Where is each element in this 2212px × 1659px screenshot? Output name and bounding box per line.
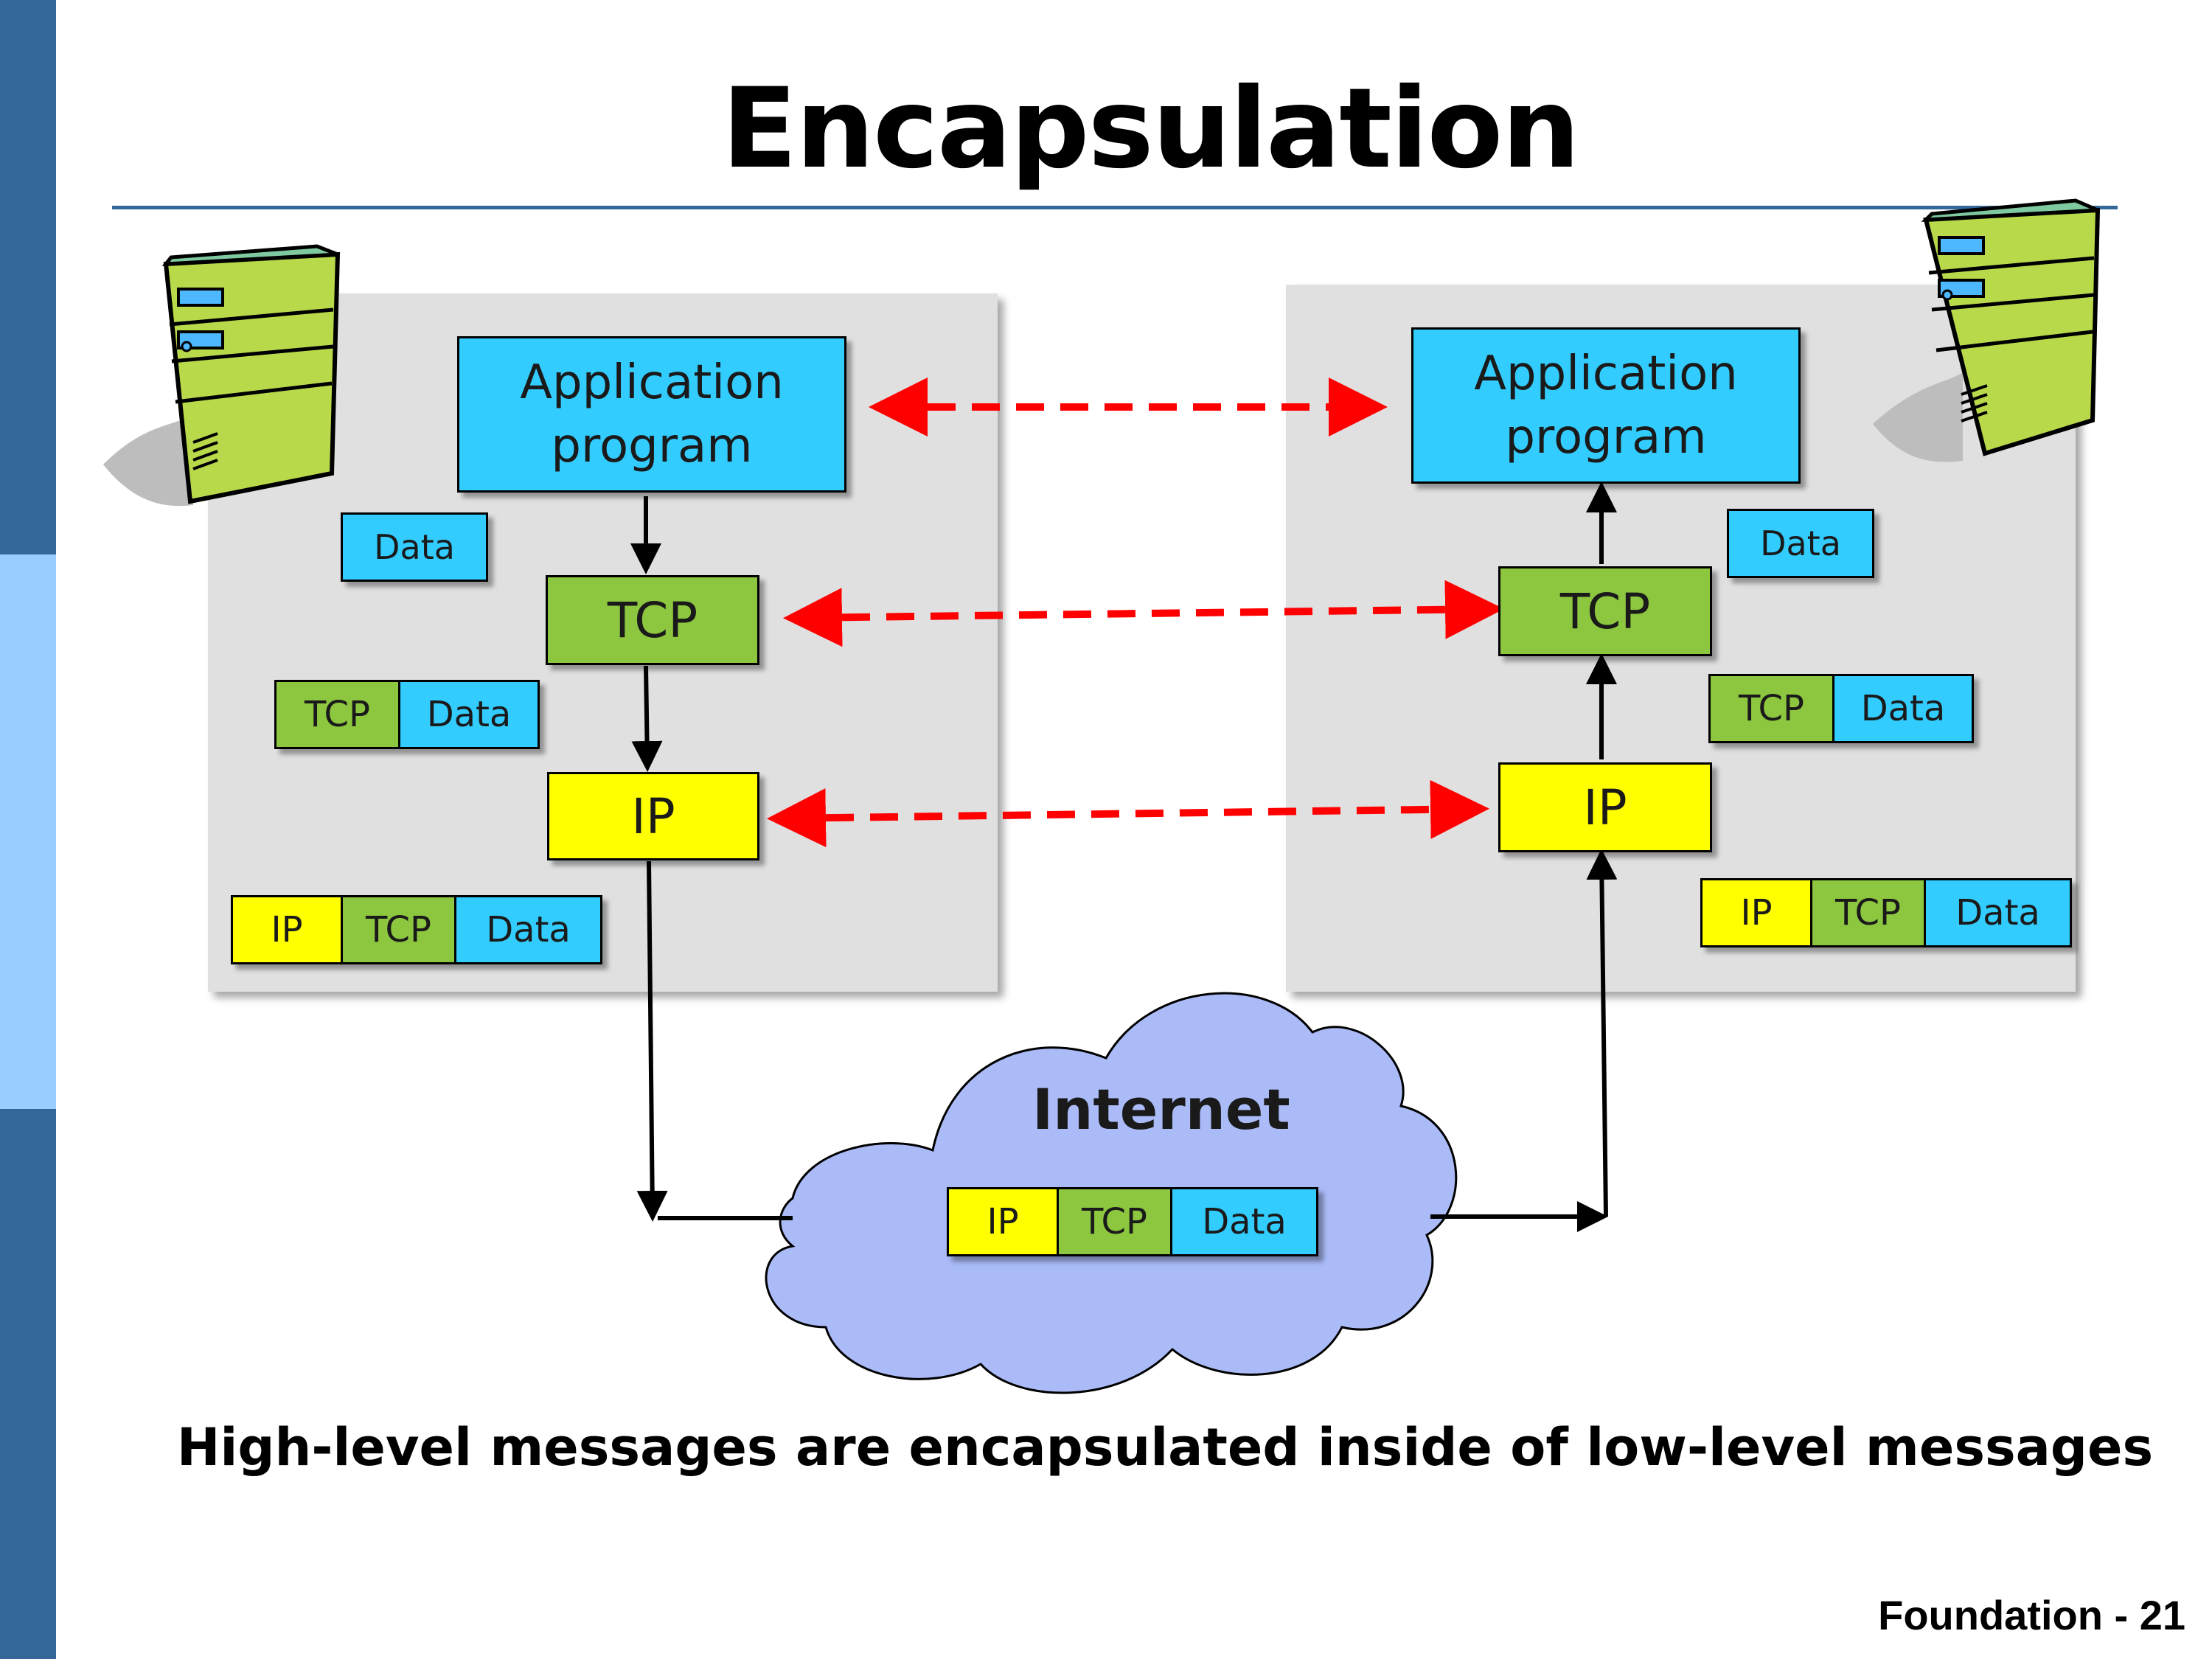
sender-application-label: Application program [520, 355, 784, 473]
data-segment: Data [1834, 676, 1972, 741]
receiver-ip-box: IP [1498, 762, 1712, 852]
sidebar-band-top [0, 0, 56, 554]
data-segment: Data [1172, 1189, 1316, 1254]
slide-footer: Foundation - 21 [1878, 1592, 2185, 1638]
receiver-tcp-box: TCP [1498, 566, 1712, 656]
internet-ip-packet: IP TCP Data [947, 1187, 1318, 1256]
server-tower-icon [103, 244, 341, 507]
sender-tcp-box: TCP [546, 575, 759, 665]
title-divider [112, 206, 2118, 209]
sender-tcp-packet: TCP Data [274, 680, 540, 749]
receiver-up-arrow [1586, 849, 1618, 1217]
sidebar-band-middle [0, 554, 56, 1109]
receiver-ip-label: IP [1583, 779, 1627, 836]
receiver-data-packet: Data [1727, 509, 1874, 578]
data-segment: Data [1729, 511, 1872, 576]
sender-ip-box: IP [547, 772, 759, 860]
receiver-tcp-label: TCP [1559, 582, 1651, 640]
sender-data-packet: Data [341, 512, 488, 582]
tcp-header-segment: TCP [1711, 676, 1834, 741]
data-segment: Data [456, 897, 600, 962]
tcp-header-segment: TCP [1059, 1189, 1172, 1254]
sender-ip-label: IP [631, 787, 675, 845]
slide-title: Encapsulation [721, 65, 1580, 193]
data-segment: Data [343, 515, 486, 580]
receiver-application-box: Application program [1411, 327, 1801, 484]
ip-down-arrow [636, 860, 668, 1222]
receiver-ip-packet: IP TCP Data [1700, 878, 2072, 947]
sender-tcp-label: TCP [607, 591, 698, 649]
internet-label: Internet [1032, 1077, 1290, 1142]
tcp-to-ip-arrow [631, 665, 663, 772]
ip-header-segment: IP [233, 897, 343, 962]
data-segment: Data [400, 682, 538, 747]
tcp-peer-arrow [783, 580, 1504, 647]
receiver-application-label: Application program [1474, 346, 1738, 465]
ip-header-segment: IP [1703, 880, 1812, 945]
tcp-header-segment: TCP [276, 682, 400, 747]
sender-application-box: Application program [457, 336, 846, 493]
tcp-header-segment: TCP [343, 897, 456, 962]
ip-peer-arrow [767, 779, 1489, 848]
tcp-header-segment: TCP [1812, 880, 1926, 945]
sidebar-band-bottom [0, 1109, 56, 1659]
sender-ip-packet: IP TCP Data [231, 895, 602, 964]
server-tower-icon [1873, 198, 2101, 462]
receiver-tcp-packet: TCP Data [1708, 674, 1974, 743]
ip-header-segment: IP [949, 1189, 1059, 1254]
slide-caption: High-level messages are encapsulated ins… [176, 1417, 2154, 1478]
data-segment: Data [1926, 880, 2070, 945]
